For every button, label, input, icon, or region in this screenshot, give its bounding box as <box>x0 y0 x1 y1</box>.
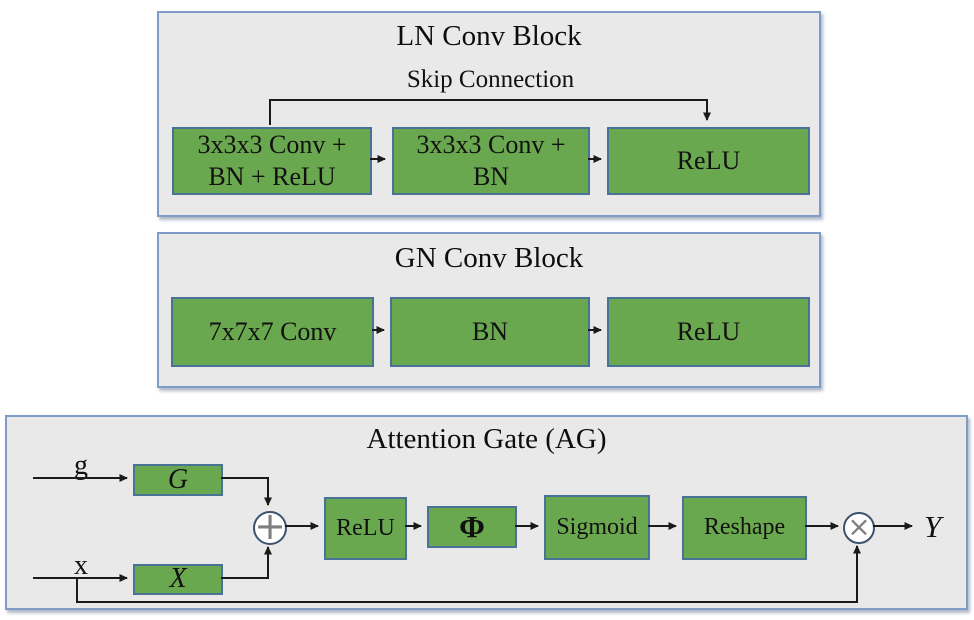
ag-panel-title: Attention Gate (AG) <box>366 423 607 455</box>
box-text-line: X <box>169 563 187 595</box>
plus-in-circle-icon: + <box>253 507 287 545</box>
box-text-line: ReLU <box>676 317 741 347</box>
box-text-line: BN <box>471 317 509 347</box>
input-x-label: x <box>74 550 88 581</box>
input-g-label: g <box>74 450 88 481</box>
ag-box-x: X <box>133 563 223 595</box>
ag-box-relu: ReLU <box>324 497 407 560</box>
ln-panel-title: LN Conv Block <box>396 20 582 52</box>
ln-conv-block-panel: LN Conv Block Skip Connection 3x3x3 Conv… <box>157 11 821 217</box>
box-text-line: 3x3x3 Conv + <box>416 130 566 160</box>
sum-symbol: + <box>254 504 286 548</box>
box-text-line: ReLU <box>676 146 741 176</box>
box-text-line: ReLU <box>336 514 395 541</box>
box-text-line: 3x3x3 Conv + <box>197 130 347 160</box>
gn-panel-title: GN Conv Block <box>394 242 584 274</box>
gn-box-conv: 7x7x7 Conv <box>171 297 374 367</box>
ag-box-g: G <box>133 464 223 496</box>
box-text-line: Sigmoid <box>556 513 638 540</box>
skip-connection-label: Skip Connection <box>406 66 575 93</box>
ag-box-sigmoid: Sigmoid <box>544 495 650 560</box>
box-text-line: G <box>167 463 189 495</box>
times-in-circle-icon: × <box>843 512 875 544</box>
gn-box-relu: ReLU <box>607 297 810 367</box>
ag-box-phi: Φ <box>427 506 517 548</box>
gn-box-bn: BN <box>390 297 590 367</box>
box-text-line: BN + ReLU <box>208 162 336 191</box>
ln-box-conv-bn: 3x3x3 Conv + BN <box>392 127 590 195</box>
ln-box-conv-bn-relu: 3x3x3 Conv + BN + ReLU <box>172 127 372 195</box>
box-text-line: BN <box>472 162 510 191</box>
box-text-line: Φ <box>459 509 485 545</box>
attention-gate-panel: Attention Gate (AG) g x G X + ReLU Φ Sig… <box>5 415 968 610</box>
ln-box-relu: ReLU <box>607 127 810 195</box>
box-text-line: Reshape <box>703 514 786 541</box>
ag-box-reshape: Reshape <box>682 496 807 560</box>
output-y-label: Y <box>924 509 942 544</box>
mult-symbol: × <box>847 510 871 543</box>
gn-conv-block-panel: GN Conv Block 7x7x7 Conv BN ReLU <box>157 232 821 388</box>
box-text-line: 7x7x7 Conv <box>208 317 337 347</box>
